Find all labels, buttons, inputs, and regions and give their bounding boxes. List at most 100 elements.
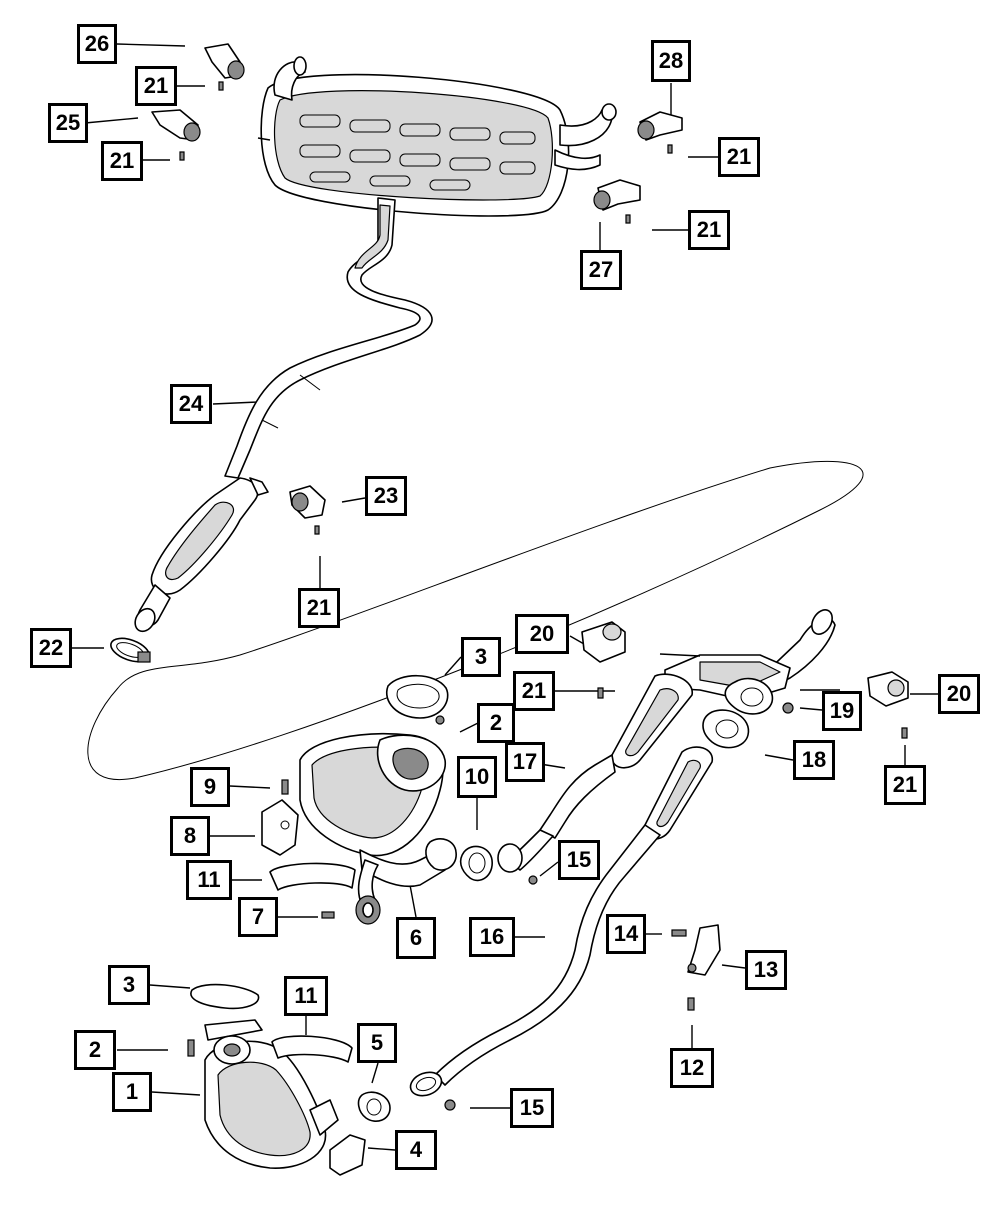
callout-label: 28 xyxy=(658,48,684,73)
callout-label: 8 xyxy=(183,823,197,848)
hanger-28 xyxy=(637,111,683,141)
callout-3[interactable]: 3 xyxy=(461,637,501,677)
callout-18[interactable]: 18 xyxy=(793,740,835,780)
callout-2[interactable]: 2 xyxy=(74,1030,116,1070)
flange-upper-right xyxy=(724,677,774,715)
callout-8[interactable]: 8 xyxy=(170,816,210,856)
callout-1[interactable]: 1 xyxy=(112,1072,152,1112)
small-hardware xyxy=(187,702,794,1111)
callout-17[interactable]: 17 xyxy=(505,742,545,782)
callout-label: 21 xyxy=(109,148,135,173)
callout-label: 20 xyxy=(529,621,555,646)
callout-label: 10 xyxy=(464,764,490,789)
catalytic-converter-front xyxy=(204,1019,339,1169)
callout-13[interactable]: 13 xyxy=(745,950,787,990)
gasket-10 xyxy=(459,845,493,882)
callout-label: 2 xyxy=(88,1037,102,1062)
callout-10[interactable]: 10 xyxy=(457,756,497,798)
callout-19[interactable]: 19 xyxy=(822,691,862,731)
callout-label: 23 xyxy=(373,483,399,508)
bracket-4 xyxy=(329,1134,366,1176)
catalytic-converter-rear xyxy=(299,732,457,925)
callout-label: 14 xyxy=(613,921,639,946)
callout-14[interactable]: 14 xyxy=(606,914,646,954)
callout-3[interactable]: 3 xyxy=(108,965,150,1005)
callout-27[interactable]: 27 xyxy=(580,250,622,290)
callout-23[interactable]: 23 xyxy=(365,476,407,516)
callout-label: 21 xyxy=(521,678,547,703)
callout-21[interactable]: 21 xyxy=(688,210,730,250)
callout-21[interactable]: 21 xyxy=(884,765,926,805)
callout-label: 18 xyxy=(801,747,827,772)
callout-4[interactable]: 4 xyxy=(395,1130,437,1170)
hanger-26 xyxy=(204,43,245,80)
callout-5[interactable]: 5 xyxy=(357,1023,397,1063)
callout-label: 27 xyxy=(588,257,614,282)
callout-21[interactable]: 21 xyxy=(135,66,177,106)
callout-label: 16 xyxy=(479,924,505,949)
bolts-21 xyxy=(179,81,908,739)
callout-24[interactable]: 24 xyxy=(170,384,212,424)
callout-label: 3 xyxy=(122,972,136,997)
callout-11[interactable]: 11 xyxy=(186,860,232,900)
gasket-5 xyxy=(357,1091,391,1122)
callout-21[interactable]: 21 xyxy=(298,588,340,628)
heat-shield-11-lower xyxy=(271,1035,353,1063)
callout-label: 21 xyxy=(306,595,332,620)
callout-label: 17 xyxy=(512,749,538,774)
callout-label: 6 xyxy=(409,925,423,950)
callout-label: 13 xyxy=(753,957,779,982)
callout-9[interactable]: 9 xyxy=(190,767,230,807)
clamp xyxy=(110,637,151,663)
callout-label: 4 xyxy=(409,1137,423,1162)
callout-label: 3 xyxy=(474,644,488,669)
callout-label: 21 xyxy=(726,144,752,169)
gasket-3-lower xyxy=(190,983,260,1010)
hanger-23 xyxy=(289,485,326,519)
callout-21[interactable]: 21 xyxy=(513,671,555,711)
callout-11[interactable]: 11 xyxy=(284,976,328,1016)
callout-6[interactable]: 6 xyxy=(396,917,436,959)
callout-20[interactable]: 20 xyxy=(515,614,569,654)
callout-label: 1 xyxy=(125,1079,139,1104)
callout-label: 9 xyxy=(203,774,217,799)
callout-label: 26 xyxy=(84,31,110,56)
callout-15[interactable]: 15 xyxy=(558,840,600,880)
callout-7[interactable]: 7 xyxy=(238,897,278,937)
resonator xyxy=(134,477,269,633)
callout-12[interactable]: 12 xyxy=(670,1048,714,1088)
group-outline-loop xyxy=(87,460,864,781)
hanger-25 xyxy=(151,109,201,142)
callout-20[interactable]: 20 xyxy=(938,674,980,714)
callout-label: 11 xyxy=(294,983,318,1008)
callout-label: 15 xyxy=(566,847,592,872)
bracket-13 xyxy=(687,924,721,976)
callout-21[interactable]: 21 xyxy=(718,137,760,177)
callout-label: 21 xyxy=(892,772,918,797)
callout-label: 21 xyxy=(143,73,169,98)
callout-label: 22 xyxy=(38,635,64,660)
callout-26[interactable]: 26 xyxy=(77,24,117,64)
callout-label: 2 xyxy=(489,710,503,735)
callout-label: 7 xyxy=(251,904,265,929)
front-pipe-lower xyxy=(409,746,713,1097)
bracket-8 xyxy=(261,799,299,856)
callout-15[interactable]: 15 xyxy=(510,1088,554,1128)
callout-label: 24 xyxy=(178,391,204,416)
gasket-18 xyxy=(702,709,750,749)
callout-22[interactable]: 22 xyxy=(30,628,72,668)
callout-label: 5 xyxy=(370,1030,384,1055)
heat-shield-11-upper xyxy=(269,862,356,891)
callout-2[interactable]: 2 xyxy=(477,703,515,743)
isolator-20-left xyxy=(581,621,626,663)
isolator-20-right xyxy=(867,671,909,707)
callout-25[interactable]: 25 xyxy=(48,103,88,143)
intermediate-pipe xyxy=(224,197,433,479)
callout-label: 21 xyxy=(696,217,722,242)
callout-16[interactable]: 16 xyxy=(469,917,515,957)
callout-21[interactable]: 21 xyxy=(101,141,143,181)
callout-label: 12 xyxy=(679,1055,705,1080)
callout-28[interactable]: 28 xyxy=(651,40,691,82)
